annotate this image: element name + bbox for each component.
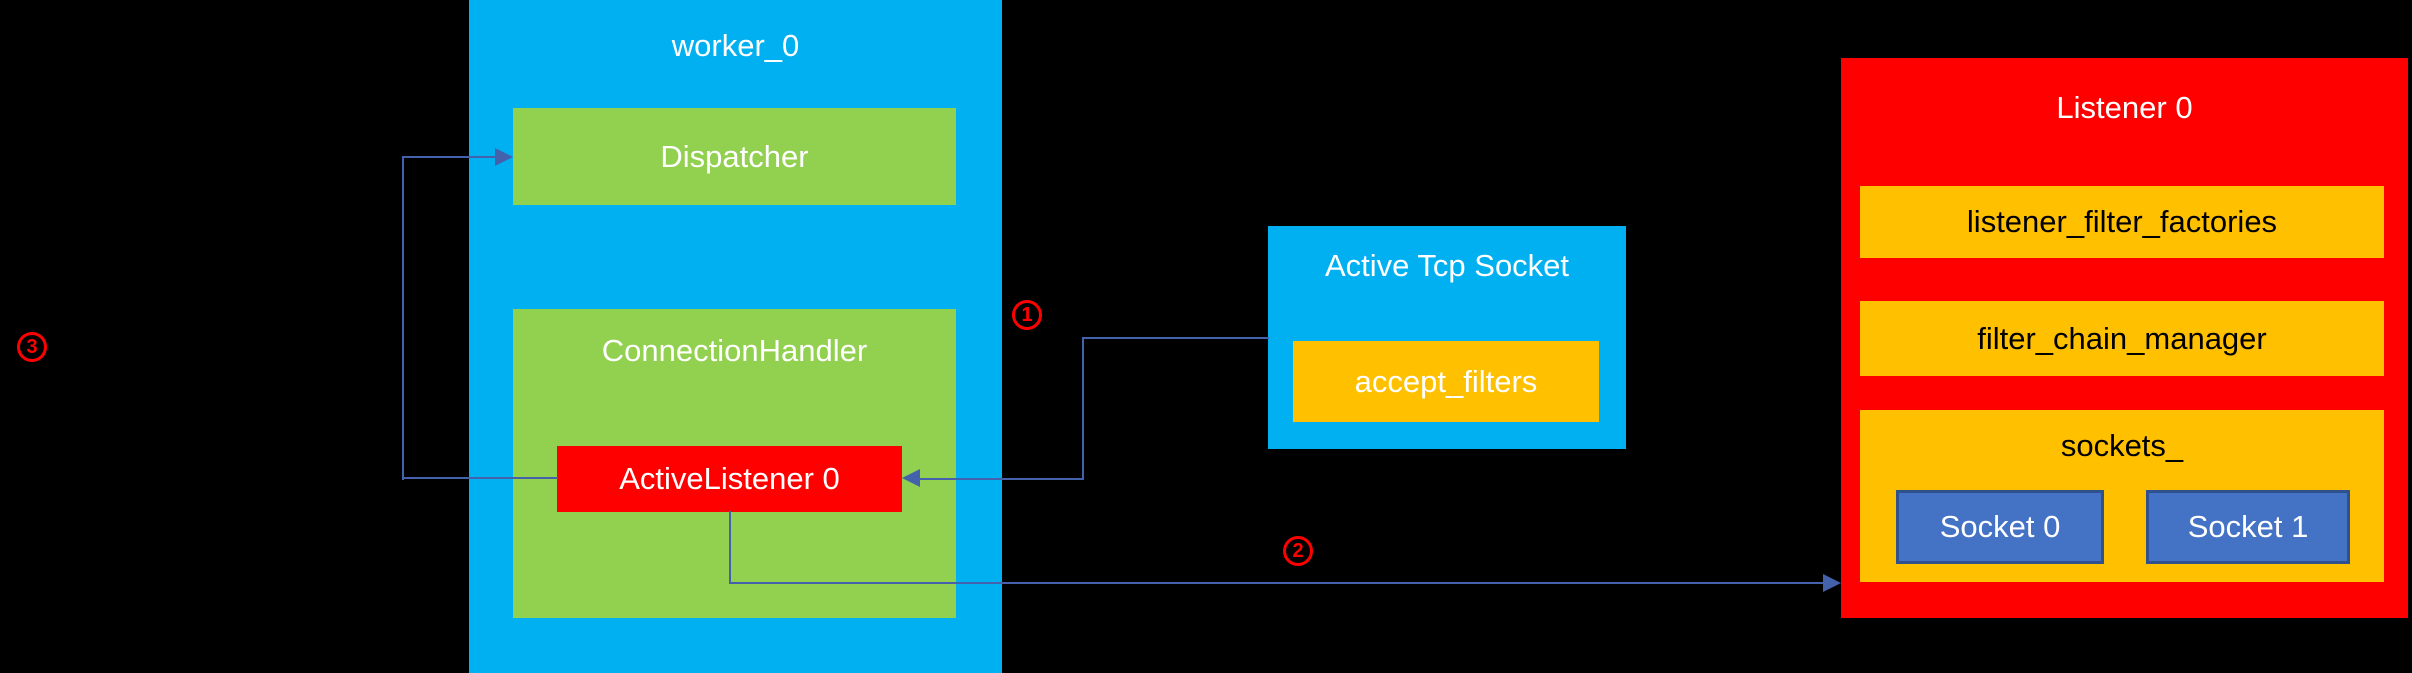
active-listener-label: ActiveListener 0 [619,461,840,496]
connector-to-listener [729,582,1824,584]
active-tcp-socket-title: Active Tcp Socket [1324,248,1570,283]
connector-activelistener-to-corner [402,477,558,479]
worker-title: worker_0 [671,28,800,63]
connector-into-dispatcher [402,156,496,158]
connection-handler-title: ConnectionHandler [601,333,868,368]
connector-vertical-to-dispatcher [402,156,404,480]
arrowhead-activelistener-icon [902,469,920,487]
listener-title: Listener 0 [2056,90,2193,125]
socket-1-box: Socket 1 [2146,490,2350,564]
arrowhead-dispatcher-icon [495,148,513,166]
accept-filters-box: accept_filters [1293,341,1599,422]
step-marker-1-label: 1 [1021,303,1033,326]
step-marker-2-label: 2 [1292,539,1304,562]
filter-chain-manager-label: filter_chain_manager [1977,320,2267,356]
socket-0-label: Socket 0 [1939,509,2061,544]
filter-chain-manager-box: filter_chain_manager [1860,301,2384,376]
socket-0-box: Socket 0 [1896,490,2104,564]
connector-ats-out [1082,337,1269,339]
dispatcher-box: Dispatcher [513,108,956,205]
socket-1-label: Socket 1 [2187,509,2309,544]
connector-activelistener-down [729,511,731,583]
step-marker-3-label: 3 [26,335,38,358]
connector-into-activelistener [920,478,1084,480]
sockets-group-title: sockets_ [2060,428,2184,463]
active-listener-box: ActiveListener 0 [557,446,902,512]
listener-filter-factories-label: listener_filter_factories [1966,204,2278,239]
arrowhead-listener-icon [1823,574,1841,592]
step-marker-3-icon: 3 [17,332,47,362]
accept-filters-label: accept_filters [1354,363,1538,399]
step-marker-1-icon: 1 [1012,300,1042,330]
dispatcher-label: Dispatcher [660,138,809,174]
listener-filter-factories-box: listener_filter_factories [1860,186,2384,258]
connector-ats-down [1082,337,1084,480]
step-marker-2-icon: 2 [1283,536,1313,566]
